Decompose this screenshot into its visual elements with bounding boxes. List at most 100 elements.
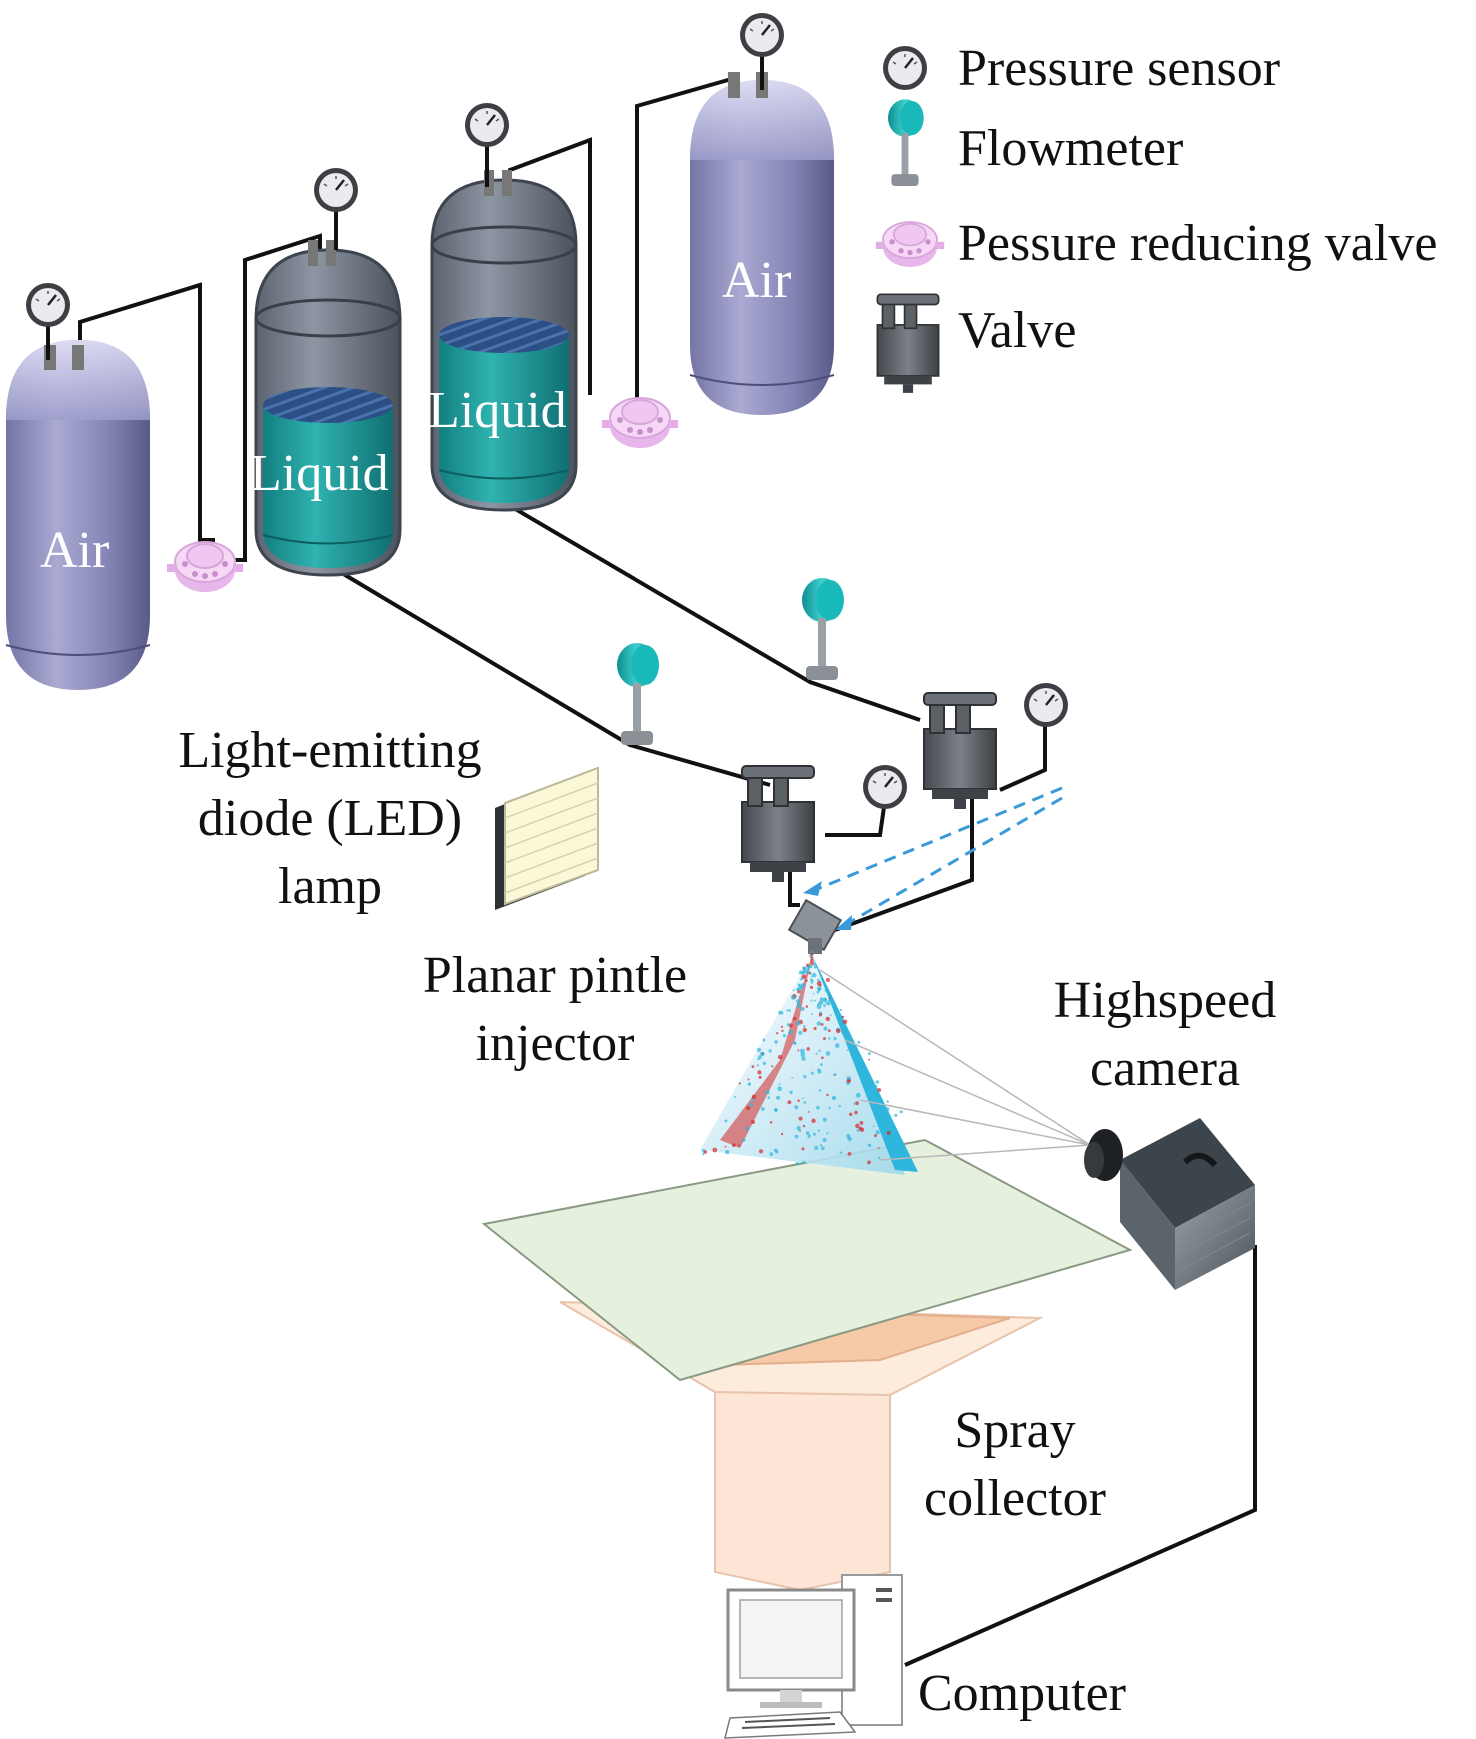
spray-droplet — [777, 1054, 783, 1060]
legend-label-flowmeter: Flowmeter — [958, 120, 1184, 177]
spray-droplet — [802, 1027, 807, 1033]
spray-droplet — [875, 1080, 880, 1084]
camera-view-lines — [819, 969, 1091, 1161]
spray-droplet — [768, 1049, 772, 1053]
spray-droplet — [802, 1097, 804, 1100]
spray-droplet — [818, 1089, 822, 1092]
spray-droplet — [857, 1057, 861, 1061]
spray-droplet — [820, 1023, 824, 1026]
spray-droplet — [817, 979, 820, 982]
spray-droplet — [885, 1107, 890, 1112]
spray-droplet — [747, 1078, 750, 1081]
spray-droplet — [886, 1100, 889, 1103]
spray-droplet — [813, 963, 817, 966]
spray-droplet — [807, 1134, 811, 1138]
spray-droplet — [827, 999, 831, 1002]
spray-droplet — [789, 1090, 793, 1095]
spray-droplet — [794, 1134, 799, 1139]
spray-droplet — [786, 1009, 789, 1012]
spray-droplet — [794, 1105, 799, 1110]
spray-collector — [481, 1138, 1133, 1592]
spray-droplet — [825, 1002, 828, 1005]
spray-droplet — [875, 1130, 880, 1135]
spray-droplet — [734, 1095, 736, 1098]
spray-droplet — [725, 1149, 730, 1155]
spray-droplet — [867, 1143, 872, 1148]
spray-droplet — [781, 1029, 784, 1033]
spray-droplet — [756, 1064, 760, 1067]
spray-droplet — [806, 970, 811, 975]
spray-droplet — [796, 1126, 801, 1131]
spray-droplet — [724, 1145, 727, 1148]
air-tank-left-label: Air — [40, 522, 110, 579]
liquid-tank-left — [254, 240, 402, 577]
spray-droplet — [803, 1074, 807, 1079]
legend-label-pressure-reducing-valve: Pessure reducing valve — [958, 215, 1438, 272]
valve-right — [923, 692, 997, 810]
spray-droplet — [881, 1099, 883, 1102]
spray-droplet — [833, 1073, 837, 1076]
led-label-line2: diode (LED) — [197, 790, 463, 847]
spray-droplet — [828, 1037, 831, 1040]
spray-droplet — [805, 979, 808, 982]
spray-droplet — [868, 1058, 871, 1061]
spray-droplet — [825, 1051, 831, 1056]
spray-droplet — [822, 1137, 827, 1142]
spray-droplet — [813, 999, 816, 1002]
collector-label-line2: collector — [924, 1470, 1106, 1527]
spray-droplet — [817, 1069, 822, 1074]
spray-droplet — [821, 1056, 824, 1060]
spray-droplet — [817, 1129, 820, 1132]
spray-droplet — [825, 977, 831, 983]
liquid-tank-right — [430, 170, 578, 512]
spray-droplet — [846, 1076, 851, 1081]
spray-droplet — [758, 1055, 762, 1060]
spray-droplet — [824, 988, 829, 992]
spray-droplet — [822, 1117, 827, 1122]
spray-droplet — [867, 1052, 871, 1056]
spray-droplet — [816, 1105, 820, 1110]
spray-droplet — [855, 1123, 860, 1129]
pressure-gauge-icon — [463, 101, 511, 187]
air-tank-right — [689, 72, 835, 415]
spray-droplet — [810, 1013, 813, 1016]
led-lamp — [495, 766, 599, 910]
liquid-tank-left-label: Liquid — [250, 445, 389, 502]
computer-icon — [724, 1574, 903, 1739]
spray-droplet — [758, 1075, 762, 1079]
spray-droplet — [803, 1101, 807, 1104]
spray-droplet — [798, 1116, 803, 1121]
spray-droplet — [802, 966, 807, 971]
pressure-gauge-icon — [312, 166, 360, 250]
spray-droplet — [774, 1040, 778, 1044]
valve-left — [741, 765, 815, 883]
spray-droplet — [877, 1088, 882, 1092]
spray-droplet — [818, 1049, 821, 1053]
spray-droplet — [782, 1034, 787, 1038]
spray-droplet — [853, 1102, 856, 1105]
flowmeter-left — [617, 643, 659, 745]
spray-droplet — [847, 1136, 852, 1142]
spray-droplet — [823, 1037, 826, 1041]
spray-droplet — [826, 1132, 829, 1135]
spray-droplet — [799, 995, 802, 999]
spray-droplet — [756, 1047, 762, 1052]
spray-droplet — [817, 986, 822, 991]
spray-droplet — [859, 1121, 864, 1125]
spray-droplet — [858, 1126, 863, 1131]
spray-droplet — [802, 1160, 806, 1165]
spray-plume — [700, 951, 918, 1175]
air-tank-left — [5, 340, 151, 690]
spray-droplet — [745, 1126, 750, 1131]
spray-droplet — [823, 1026, 828, 1031]
spray-droplet — [828, 997, 831, 999]
spray-droplet — [859, 1062, 863, 1066]
spray-droplet — [762, 1061, 766, 1066]
spray-droplet — [800, 1007, 805, 1011]
spray-droplet — [894, 1113, 898, 1117]
spray-droplet — [810, 958, 814, 962]
legend-label-valve: Valve — [958, 302, 1077, 359]
spray-droplet — [823, 1004, 826, 1008]
spray-droplet — [867, 1160, 871, 1165]
